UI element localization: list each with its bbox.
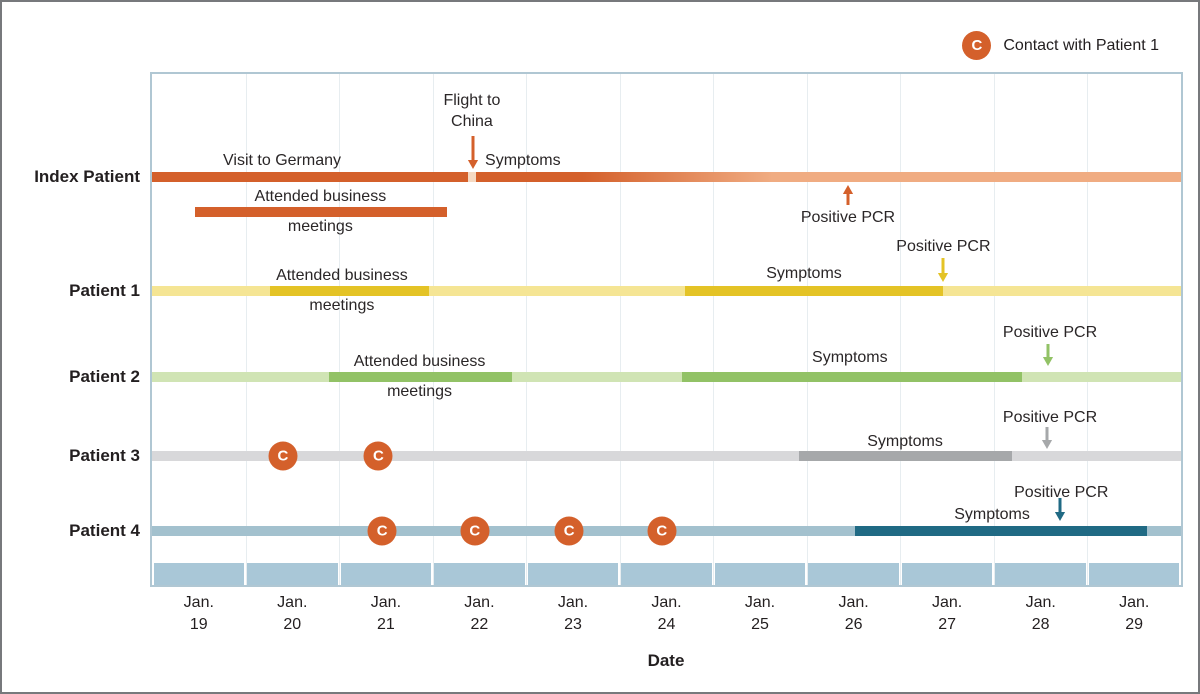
positive-pcr-arrow [938,258,949,282]
contact-marker-icon: C [962,31,992,60]
gridline [245,74,247,585]
gridline [713,74,715,585]
legend: C Contact with Patient 1 [962,31,1159,60]
date-band-cell [153,563,245,585]
flight-gap [468,172,476,182]
gridline [900,74,902,585]
x-tick-label: Jan. 29 [1119,594,1150,633]
date-band-cell [527,563,619,585]
label-positive-pcr: Positive PCR [896,238,991,255]
row-track-bar [152,172,1181,182]
date-band-cell [901,563,993,585]
row-label-patient-3: Patient 3 [69,446,140,465]
gridline [806,74,808,585]
attended-business-meetings-bar [195,207,447,217]
legend-label: Contact with Patient 1 [1003,36,1159,54]
symptoms-bar [854,526,1148,536]
row-track-bar [152,372,1181,382]
label-symptoms: Symptoms [867,433,943,450]
x-tick-label: Jan. 23 [557,594,589,633]
label-positive-pcr: Positive PCR [1014,484,1109,501]
contact-marker: C [647,516,677,546]
row-label-patient-4: Patient 4 [69,521,140,540]
label-positive-pcr: Positive PCR [800,209,896,226]
flight-to-china-arrow [467,136,478,169]
x-tick-label: Jan. 24 [651,594,682,633]
contact-marker: C [268,441,298,471]
date-band-cell [247,563,338,585]
x-tick-label: Jan. 21 [370,594,402,633]
symptoms-bar [799,451,1012,461]
contact-marker: C [367,516,397,546]
gridline [619,74,621,585]
positive-pcr-arrow [1043,344,1054,366]
date-band-cell [995,563,1086,585]
positive-pcr-arrow [1042,427,1053,449]
x-tick-label: Jan. 22 [464,594,495,633]
gridline [526,74,528,585]
date-band-cell [340,563,432,585]
label-flight-to-china: Flight to China [443,92,501,130]
gridline [1087,74,1089,585]
contact-marker: C [363,441,393,471]
row-label-patient-2: Patient 2 [69,367,140,386]
contact-marker: C [460,516,490,546]
row-label-index-patient: Index Patient [34,167,140,186]
x-tick-label: Jan. 20 [277,594,308,633]
date-band-cell [808,563,899,585]
label-positive-pcr: Positive PCR [1002,324,1098,341]
date-band-cell [1088,563,1180,585]
x-tick-label: Jan. 25 [744,594,776,633]
x-tick-label: Jan. 26 [838,594,869,633]
label-symptoms: Symptoms [485,152,561,169]
gridline [339,74,341,585]
label-attended-business-meetings: Attended business meetings [276,267,408,314]
row-track-bar [152,286,1181,296]
attended-business-meetings-bar [269,286,429,296]
symptoms-bar [682,372,1022,382]
label-attended-business-meetings: Attended business meetings [254,188,387,235]
label-symptoms: Symptoms [954,506,1030,523]
x-tick-label: Jan. 19 [183,594,214,633]
contact-marker: C [554,516,584,546]
positive-pcr-arrow [1055,498,1066,521]
label-positive-pcr: Positive PCR [1002,409,1098,426]
gridline [993,74,995,585]
positive-pcr-arrow [842,185,854,205]
symptoms-bar [685,286,944,296]
row-label-patient-1: Patient 1 [69,281,140,300]
attended-business-meetings-bar [328,372,513,382]
date-band-cell [714,563,806,585]
x-tick-label: Jan. 27 [931,594,963,633]
date-band-cell [621,563,712,585]
row-track-bar [152,451,1181,461]
label-symptoms: Symptoms [766,265,842,282]
label-attended-business-meetings: Attended business meetings [353,353,486,400]
date-band-cell [434,563,525,585]
label-symptoms: Symptoms [812,349,888,366]
label-visit-to-germany: Visit to Germany [223,152,341,169]
gridline [432,74,434,585]
x-tick-label: Jan. 28 [1025,594,1056,633]
x-axis-title: Date [647,651,685,670]
